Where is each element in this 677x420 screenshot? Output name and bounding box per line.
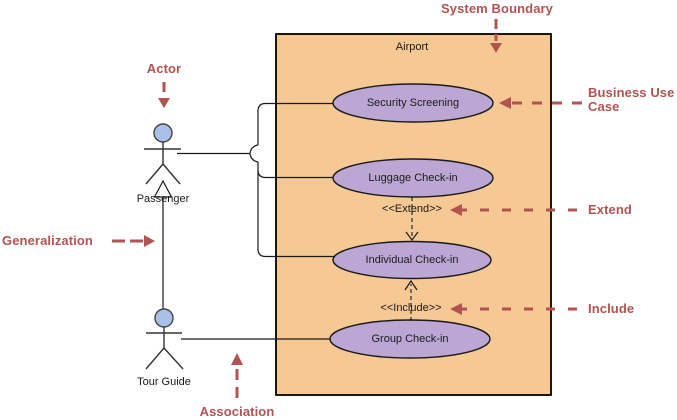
association-pointer-arrow [231, 353, 243, 398]
use-case-group-check-in [329, 319, 491, 359]
actor-pointer-arrow [158, 82, 170, 108]
system-boundary-annotation: System Boundary [440, 0, 554, 16]
passenger-head-icon [153, 123, 173, 143]
generalization-annotation: Generalization [2, 232, 93, 248]
extend-relationship-arrow [405, 197, 419, 241]
extend-stereotype-label: <<Extend>> [382, 202, 442, 215]
include-relationship-arrow [404, 279, 418, 321]
tour-guide-left-leg [145, 347, 165, 370]
include-annotation: Include [588, 300, 635, 316]
association-branch-individual [257, 162, 334, 258]
business-use-case-annotation: Business Use Case [588, 85, 675, 115]
passenger-association-connector [177, 102, 334, 258]
association-branch-security [257, 102, 334, 145]
use-case-label-security-screening: Security Screening [366, 96, 460, 109]
business-use-case-pointer-arrow [499, 97, 588, 109]
association-annotation: Association [199, 403, 275, 419]
system-boundary-pointer-arrow [490, 19, 502, 53]
use-case-label-individual-check-in: Individual Check-in [365, 253, 459, 266]
extend-pointer-arrow [450, 204, 582, 216]
actor-passenger-figure [144, 123, 181, 185]
use-case-security-screening [332, 83, 494, 123]
annotation-arrows [112, 19, 588, 398]
actor-annotation: Actor [146, 60, 182, 76]
use-case-label-luggage-check-in: Luggage Check-in [368, 171, 458, 184]
extend-annotation: Extend [588, 201, 632, 217]
passenger-left-leg [145, 163, 164, 185]
generalization-pointer-arrow [112, 235, 155, 247]
include-arrowhead-icon [404, 279, 418, 291]
tour-guide-right-leg [163, 347, 184, 370]
passenger-right-leg [162, 163, 181, 185]
association-branch-luggage [257, 169, 334, 179]
include-pointer-arrow [450, 303, 582, 315]
use-case-label-group-check-in: Group Check-in [371, 332, 449, 345]
system-name-label: Airport [395, 40, 429, 53]
include-stereotype-label: <<Include>> [380, 301, 442, 314]
passenger-label: Passenger [136, 192, 190, 205]
generalization-triangle-icon [153, 179, 173, 198]
use-case-luggage-check-in [332, 158, 494, 198]
generalization-connector [153, 179, 173, 309]
association-brace-point [249, 144, 259, 163]
tour-guide-label: Tour Guide [137, 375, 191, 388]
extend-arrowhead-icon [405, 231, 419, 241]
actor-tour-guide-figure [145, 308, 184, 370]
use-case-individual-check-in [332, 240, 492, 280]
tour-guide-head-icon [154, 308, 174, 328]
